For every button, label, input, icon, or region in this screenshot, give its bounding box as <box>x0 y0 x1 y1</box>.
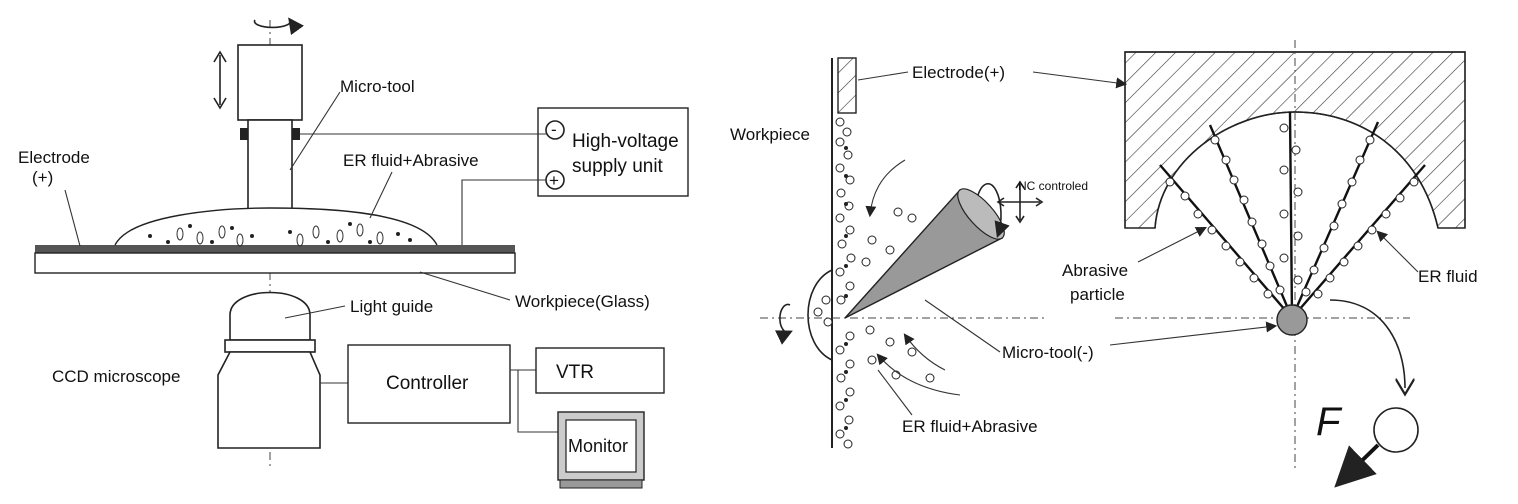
light-guide <box>229 291 311 341</box>
minus-terminal-label: - <box>551 120 557 139</box>
electrode-strip <box>837 57 857 114</box>
monitor-label: Monitor <box>568 436 628 456</box>
er-fluid-dome <box>114 207 438 246</box>
rotation-arrow-icon <box>253 17 304 36</box>
electrode-plus-label: Electrode(+) <box>912 63 1005 82</box>
micro-tool-minus-label: Micro-tool(-) <box>1002 343 1094 362</box>
micro-tool-cross-section <box>1276 304 1308 336</box>
high-voltage-supply-box <box>537 107 689 197</box>
workpiece-label: Workpiece <box>730 125 810 144</box>
nc-cross-arrows-icon <box>996 180 1044 224</box>
hv-supply-label-line2: supply unit <box>572 156 664 177</box>
nc-controlled-label: NC controled <box>1018 179 1088 193</box>
electrode-plate <box>35 245 515 253</box>
light-guide-label: Light guide <box>350 297 433 316</box>
workpiece-glass-label: Workpiece(Glass) <box>515 292 650 311</box>
abrasive-particle-label-line1: Abrasive <box>1062 261 1128 280</box>
right-force-diagram: F Abrasive particle ER fluid <box>1062 40 1478 488</box>
spindle-head <box>237 44 303 121</box>
plus-terminal-label: + <box>549 171 559 190</box>
middle-process-diagram: NC controled Electrode(+) Workpiece Micr… <box>730 57 1278 449</box>
er-fluid-label: ER fluid <box>1418 267 1478 286</box>
electrode-label: Electrode <box>18 148 90 167</box>
controller-label: Controller <box>386 373 469 394</box>
force-label: F <box>1316 400 1343 444</box>
workpiece-glass <box>34 252 516 274</box>
er-fluid-abrasive-label: ER fluid+Abrasive <box>343 151 479 170</box>
hv-supply-label-line1: High-voltage <box>572 131 679 152</box>
minus-terminal-icon <box>545 120 565 140</box>
ccd-microscope-body <box>217 351 321 449</box>
vtr-box <box>535 347 665 394</box>
force-particle <box>1373 407 1419 453</box>
left-setup-diagram: Micro-tool - + High-voltage supply unit <box>18 17 689 489</box>
er-fluid-abrasive-label-right: ER fluid+Abrasive <box>902 417 1038 436</box>
force-direction-arrow-icon <box>1329 299 1405 388</box>
electrode-sign-label: (+) <box>32 168 53 187</box>
chain-particles <box>1165 123 1419 299</box>
controller-box <box>347 344 511 424</box>
abrasive-particles <box>176 223 384 247</box>
ccd-microscope-label: CCD microscope <box>52 367 180 386</box>
vtr-label: VTR <box>556 362 594 383</box>
micro-tool-shaft <box>247 119 293 211</box>
abrasive-particle-label-line2: particle <box>1070 285 1125 304</box>
rotation-arrow-icon <box>775 303 793 345</box>
micro-tool-label: Micro-tool <box>340 77 415 96</box>
